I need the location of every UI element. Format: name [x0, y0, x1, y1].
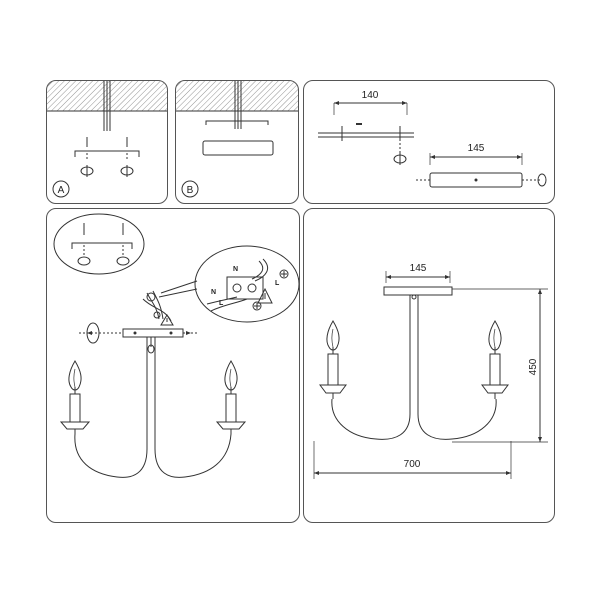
panel-b-ceiling-mount-option: B	[175, 80, 299, 204]
panel-d-drawing: N L N L	[53, 213, 299, 478]
candle-sleeve-left	[69, 393, 81, 423]
panel-a-drawing: A	[47, 81, 167, 198]
candle-cup-right	[215, 421, 247, 430]
warning-triangle-icon	[257, 287, 273, 304]
wire-label-l-fixture: L	[219, 300, 224, 307]
supply-wire	[251, 260, 264, 280]
arm-right	[154, 337, 232, 478]
dimension-145: 145	[410, 263, 427, 274]
label-b: B	[187, 185, 194, 196]
wall-plug-icon	[116, 256, 130, 266]
panel-c-bracket-dimensions: 140 145	[303, 80, 555, 204]
warning-triangle-icon	[160, 314, 174, 326]
arm-left	[74, 337, 148, 478]
candle-sleeve-right	[489, 353, 501, 386]
wire-connector	[146, 292, 156, 302]
panel-e-overall-dimensions: 145 450 700	[303, 208, 555, 523]
candle-cup-left	[59, 421, 91, 430]
wiring-detail-callout	[194, 245, 299, 323]
candle-sleeve-right	[225, 393, 237, 423]
mounting-bracket	[71, 242, 133, 249]
fixture-wire	[206, 296, 238, 305]
wire-label-n-fixture: N	[211, 289, 216, 296]
label-a-circle	[52, 180, 70, 198]
arm-left	[331, 295, 411, 440]
ceiling-hatch	[176, 81, 298, 111]
fixture-cable	[146, 292, 160, 320]
wire-label-l-supply: L	[275, 280, 280, 287]
ground-symbol-icon	[153, 311, 161, 319]
label-a: A	[58, 185, 65, 196]
dimension-700: 700	[404, 459, 421, 470]
candle-cup-left	[319, 384, 347, 394]
wire-label-n-supply: N	[233, 266, 238, 273]
panel-e-drawing: 145 450 700	[313, 263, 548, 479]
terminal-block	[226, 276, 264, 300]
ground-symbol-icon	[252, 301, 262, 311]
candle-cup-right	[481, 384, 509, 394]
ceiling-canopy	[202, 140, 274, 156]
ceiling-canopy	[122, 328, 184, 338]
arm-right	[417, 295, 497, 440]
candle-sleeve-left	[327, 353, 339, 386]
bracket-detail-callout	[53, 213, 145, 275]
mounting-bracket	[74, 150, 140, 157]
decorative-nut-icon	[86, 322, 100, 344]
panel-a-ceiling-mount-option: A	[46, 80, 168, 204]
panel-c-drawing: 140 145	[318, 90, 547, 188]
dimension-145: 145	[468, 143, 485, 154]
ceiling-canopy	[383, 286, 453, 296]
panel-d-wiring-assembly: N L N L	[46, 208, 300, 523]
decorative-nut-icon	[537, 173, 547, 187]
ground-symbol-icon	[279, 269, 289, 279]
mounting-bracket	[205, 120, 269, 125]
panel-b-drawing: B	[176, 81, 298, 198]
wall-plug-icon	[77, 256, 91, 266]
label-b-circle	[181, 180, 199, 198]
dimension-450: 450	[528, 358, 539, 375]
dimension-140: 140	[362, 90, 379, 101]
